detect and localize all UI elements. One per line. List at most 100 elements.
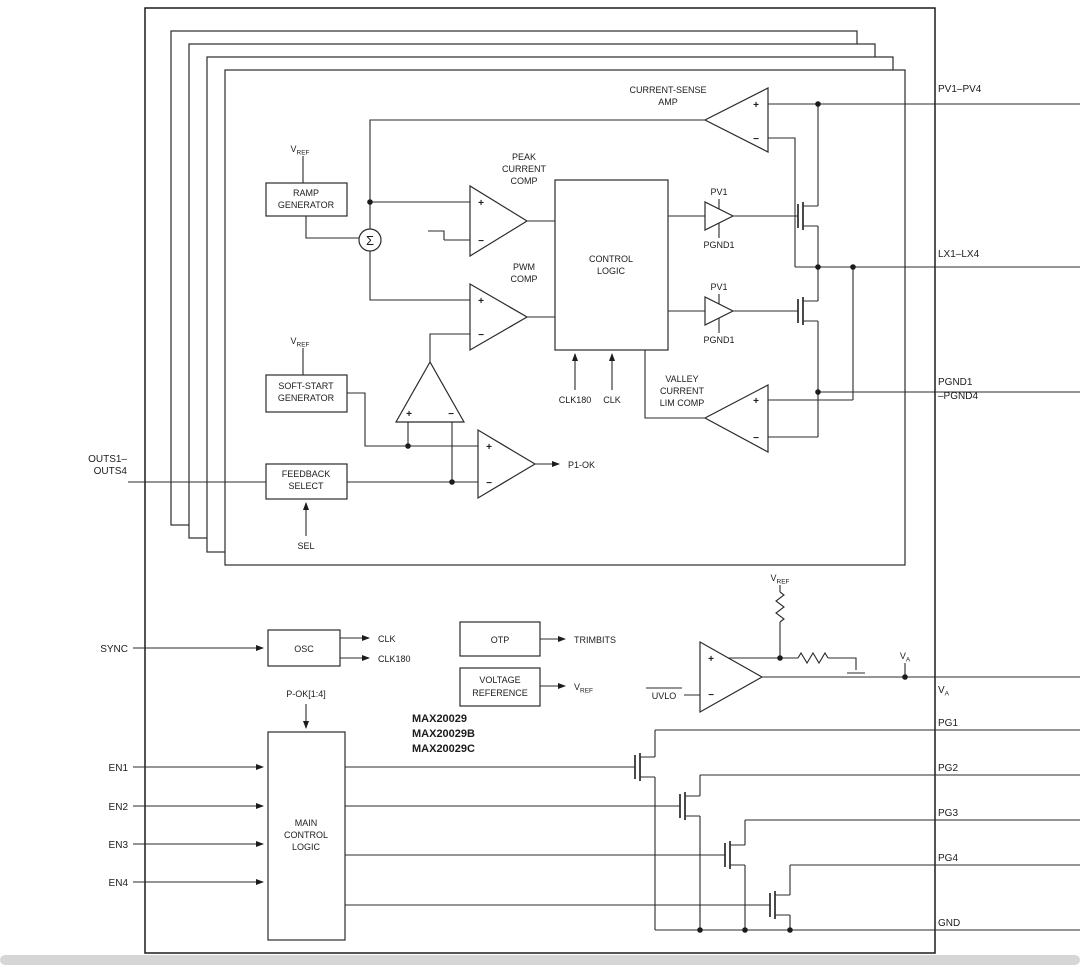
cs-amp-plus: + — [753, 100, 759, 111]
valley-comp-plus: + — [753, 396, 759, 407]
p1ok-comp-plus: + — [486, 442, 492, 453]
pin-en1-label: EN1 — [109, 763, 129, 774]
va-sub: A — [906, 657, 911, 664]
uvlo-label: UVLO — [652, 691, 677, 701]
pwm-comp-label-1: PWM — [513, 262, 535, 272]
uvlo-comp-plus: + — [708, 654, 714, 665]
ramp-generator-label-2: GENERATOR — [278, 200, 335, 210]
clk180-out-label: CLK180 — [378, 654, 411, 664]
soft-start-label-1: SOFT-START — [278, 381, 334, 391]
va-v: V — [938, 685, 945, 696]
pin-lx-label: LX1–LX4 — [938, 249, 980, 260]
driver-bottom-pgnd1-label: PGND1 — [703, 335, 734, 345]
summing-node-circle — [358, 228, 382, 252]
driver-bottom-pv1-label: PV1 — [710, 282, 727, 292]
pwm-comp-minus: − — [478, 330, 484, 341]
uvlo-comp-triangle — [699, 640, 764, 714]
osc-box — [267, 629, 341, 667]
cs-amp-label-2: AMP — [658, 97, 678, 107]
voltage-reference-label-1: VOLTAGE — [479, 675, 520, 685]
part-number-1: MAX20029 — [412, 713, 467, 725]
resistor-hysteresis — [797, 651, 829, 665]
vref-sub: REF — [580, 688, 593, 695]
driver-top-pv1-label: PV1 — [710, 187, 727, 197]
clk-channel-label: CLK — [603, 395, 621, 405]
voltage-reference-label-2: REFERENCE — [472, 688, 528, 698]
va-sub: A — [945, 691, 950, 698]
control-logic-box — [554, 179, 669, 351]
vref-divider-label: VREF — [770, 573, 789, 586]
mosfet-pg1 — [634, 753, 655, 781]
part-number-2: MAX20029B — [412, 728, 475, 740]
ramp-generator-box — [265, 182, 348, 217]
pin-en3-label: EN3 — [109, 840, 129, 851]
p1ok-label: P1-OK — [568, 460, 595, 470]
bottom-wires — [345, 585, 1080, 931]
pin-outs-label-2: OUTS4 — [94, 466, 128, 477]
sigma-symbol: Σ — [366, 233, 374, 248]
gate-driver-top-triangle — [704, 201, 735, 231]
vref-v: V — [290, 144, 296, 154]
pwm-comp-label-2: COMP — [511, 274, 538, 284]
error-amp-plus: + — [406, 409, 412, 420]
main-control-label-2: CONTROL — [284, 830, 328, 840]
feedback-select-box — [265, 463, 348, 500]
pin-pg3-label: PG3 — [938, 808, 958, 819]
pin-en2-label: EN2 — [109, 802, 129, 813]
peak-current-comp-triangle — [469, 184, 529, 258]
vref-label-soft-start: VREF — [290, 336, 309, 349]
junction-dots — [367, 101, 908, 933]
va-v: V — [900, 651, 906, 661]
vref-v: V — [574, 682, 580, 692]
p1ok-comp-triangle — [477, 428, 537, 500]
mosfet-pg2 — [679, 792, 700, 820]
pin-gnd-label: GND — [938, 918, 960, 929]
pwm-comp-plus: + — [478, 296, 484, 307]
driver-top-pgnd1-label: PGND1 — [703, 240, 734, 250]
pin-pgnd-label-2: –PGND4 — [938, 391, 978, 402]
resistor-vref-divider — [775, 591, 785, 623]
chip-boundary — [144, 7, 936, 954]
control-logic-label-2: LOGIC — [597, 266, 626, 276]
cs-amp-label-1: CURRENT-SENSE — [629, 85, 706, 95]
error-amp-minus: − — [448, 409, 454, 420]
soft-start-label-2: GENERATOR — [278, 393, 335, 403]
main-control-label-3: LOGIC — [292, 842, 321, 852]
pin-pg2-label: PG2 — [938, 763, 958, 774]
control-logic-label-1: CONTROL — [589, 254, 633, 264]
uvlo-comp-minus: − — [708, 690, 714, 701]
mosfet-pg4 — [769, 891, 790, 919]
gate-driver-bottom-triangle — [704, 296, 735, 326]
valley-comp-label-1: VALLEY — [665, 374, 698, 384]
vref-label-ramp: VREF — [290, 144, 309, 157]
soft-start-generator-box — [265, 374, 348, 413]
mosfet-lowside — [797, 297, 818, 325]
clk-out-label: CLK — [378, 634, 396, 644]
vref-sub: REF — [297, 150, 310, 157]
vref-out-label: VREF — [574, 682, 593, 695]
p1ok-comp-minus: − — [486, 478, 492, 489]
peak-comp-label-1: PEAK — [512, 152, 536, 162]
vref-v: V — [770, 573, 776, 583]
pin-sync-label: SYNC — [100, 644, 128, 655]
pwm-comp-triangle — [469, 282, 529, 352]
mosfet-pg3 — [724, 841, 745, 869]
feedback-select-label-1: FEEDBACK — [282, 469, 331, 479]
main-control-label-1: MAIN — [295, 818, 318, 828]
pin-pv-label: PV1–PV4 — [938, 84, 982, 95]
ramp-generator-label-1: RAMP — [293, 188, 319, 198]
horizontal-scrollbar[interactable] — [0, 955, 1080, 965]
pin-pgnd-label-1: PGND1 — [938, 377, 973, 388]
valley-comp-label-3: LIM COMP — [660, 398, 705, 408]
vref-v: V — [290, 336, 296, 346]
feedback-select-label-2: SELECT — [288, 481, 324, 491]
trimbits-label: TRIMBITS — [574, 635, 616, 645]
otp-label: OTP — [491, 635, 510, 645]
valley-current-lim-comp-triangle — [703, 384, 769, 454]
mosfet-highside — [797, 202, 818, 230]
vref-sub: REF — [297, 342, 310, 349]
peak-comp-minus: − — [478, 236, 484, 247]
otp-box — [459, 621, 541, 657]
